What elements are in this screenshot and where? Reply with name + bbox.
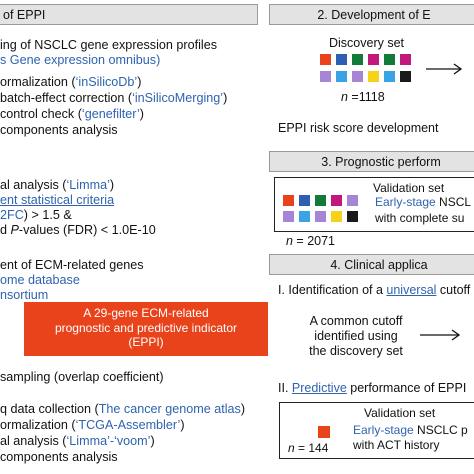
section-2-title: 2. Development of E (317, 8, 431, 22)
section-3-header: 3. Prognostic perform (269, 151, 474, 172)
step-collect-profiles: ing of NSCLC gene expression profiles (0, 38, 218, 52)
section-3-title: 3. Prognostic perform (321, 155, 441, 169)
act-n: n = 144 (288, 441, 329, 455)
eppi-line-1: A 29-gene ECM-related (83, 306, 209, 320)
step-statistical-criteria: ent statistical criteria (0, 193, 115, 207)
step-sampling: sampling (overlap coefficient) (0, 370, 164, 384)
section-1-title: of EPPI (3, 8, 46, 22)
step-components-analysis-2: components analysis (0, 450, 118, 464)
section-1-header: of EPPI (0, 4, 258, 25)
swatch-green (352, 54, 363, 65)
step-batch-correction: batch-effect correction (‘inSilicoMergin… (0, 91, 228, 105)
swatch-orange (283, 195, 294, 206)
item-predictive-performance: II. Predictive performance of EPPI (278, 381, 467, 395)
swatch-green (384, 54, 395, 65)
step-consortium: nsortium (0, 288, 49, 302)
swatch-lavender (352, 71, 363, 82)
step-geo-source: s Gene expression omnibus) (0, 53, 161, 67)
validation-line-3: with complete su (375, 211, 465, 225)
step-voom-analysis: al analysis (‘Limma’-‘voom’) (0, 434, 155, 448)
step-components-analysis-1: components analysis (0, 123, 118, 137)
swatch-cyan (299, 211, 310, 222)
risk-score-development: EPPI risk score development (278, 121, 439, 135)
act-line-3: with ACT history (353, 438, 440, 452)
validation-line-2: Early-stage NSCL (375, 195, 472, 209)
step-differential-analysis: al analysis (‘Limma’) (0, 178, 115, 192)
validation-n: n = 2071 (286, 234, 336, 248)
validation-set-box-2: Validation set Early-stage NSCLC p with … (279, 402, 474, 459)
swatch-orange (320, 54, 331, 65)
step-log2fc-criterion: 2FC) > 1.5 & (0, 208, 72, 222)
step-pvalue-criterion: d P-values (FDR) < 1.0E-10 (0, 223, 156, 237)
eppi-line-3: (EPPI) (128, 335, 164, 349)
swatch-yellow (331, 211, 342, 222)
validation-set-title-2: Validation set (364, 406, 436, 420)
swatch-black (347, 211, 358, 222)
swatch-black (400, 71, 411, 82)
swatch-blue (336, 54, 347, 65)
step-rnaseq-collection: q data collection (The cancer genome atl… (0, 402, 246, 416)
validation-set-box-1: Validation set Early-stage NSCL with com… (274, 177, 474, 232)
arrow-right-icon (420, 329, 461, 341)
step-matrisome-db: ome database (0, 273, 80, 287)
swatch-blue (299, 195, 310, 206)
swatch-magenta (368, 54, 379, 65)
discovery-swatch-grid (320, 54, 414, 86)
section-2-header: 2. Development of E (269, 4, 474, 25)
section-4-header: 4. Clinical applica (269, 254, 474, 275)
discovery-set-label: Discovery set (329, 36, 405, 50)
swatch-cyan (336, 71, 347, 82)
swatch-yellow (368, 71, 379, 82)
discovery-n: n =1118 (341, 90, 385, 104)
step-tcga-normalization: ormalization (‘TCGA-Assembler’) (0, 418, 185, 432)
eppi-result-box: A 29-gene ECM-related prognostic and pre… (24, 302, 268, 356)
act-line-2: Early-stage NSCLC p (353, 423, 468, 437)
swatch-magenta (400, 54, 411, 65)
validation-set-title-1: Validation set (373, 181, 445, 195)
swatch-green (315, 195, 326, 206)
swatch-cyan (384, 71, 395, 82)
cutoff-description: A common cutoff identified using the dis… (309, 314, 403, 358)
swatch-orange (318, 426, 330, 438)
swatch-lavender (347, 195, 358, 206)
step-control-check: control check (‘genefilter’) (0, 107, 144, 121)
step-normalization: ormalization (‘inSilicoDb’) (0, 75, 142, 89)
swatch-magenta (331, 195, 342, 206)
step-ecm-genes: ent of ECM-related genes (0, 258, 144, 272)
section-4-title: 4. Clinical applica (330, 258, 428, 272)
validation-swatch-grid (283, 195, 373, 227)
swatch-lavender (283, 211, 294, 222)
arrow-right-icon (426, 63, 463, 75)
item-universal-cutoff: I. Identification of a universal cutoff (278, 283, 471, 297)
swatch-lavender (320, 71, 331, 82)
swatch-lavender (315, 211, 326, 222)
eppi-line-2: prognostic and predictive indicator (54, 320, 238, 335)
